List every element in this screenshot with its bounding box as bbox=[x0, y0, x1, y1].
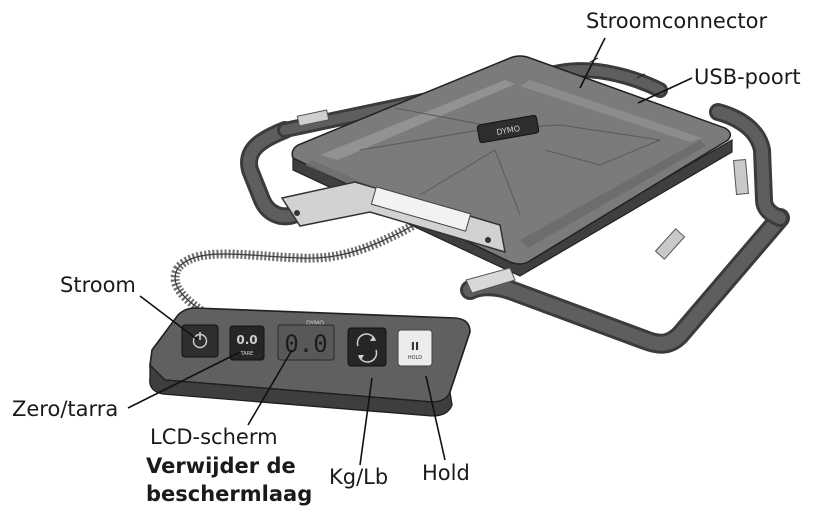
label-stroom: Stroom bbox=[60, 273, 136, 297]
tare-key-bottom: TARE bbox=[240, 351, 254, 357]
hold-key-bottom: HOLD bbox=[408, 355, 422, 361]
display-panel: DYMO 0.0 TARE 0.0 II HOLD bbox=[149, 307, 471, 417]
leader-zero-tarra bbox=[127, 351, 241, 409]
power-button[interactable] bbox=[181, 324, 219, 358]
leader-stroomconnector bbox=[579, 37, 606, 89]
label-stroomconnector: Stroomconnector bbox=[586, 9, 768, 33]
leader-lcd bbox=[247, 349, 293, 426]
hold-key-top: II bbox=[411, 340, 419, 353]
lcd-digits: 0.0 bbox=[284, 330, 327, 358]
hold-button[interactable] bbox=[397, 329, 433, 367]
leader-usb-poort bbox=[637, 77, 693, 104]
label-hold: Hold bbox=[422, 461, 470, 485]
leader-stroom bbox=[139, 295, 199, 341]
center-logo-plate bbox=[476, 114, 540, 144]
leader-lines bbox=[127, 37, 693, 466]
tare-button[interactable] bbox=[229, 325, 265, 361]
label-verwijder-line2: beschermlaag bbox=[146, 482, 313, 506]
leader-hold bbox=[425, 375, 446, 461]
center-logo-text: DYMO bbox=[496, 124, 521, 137]
display-bracket bbox=[280, 181, 516, 294]
panel-brand: DYMO bbox=[306, 320, 324, 327]
leader-kg-lb bbox=[359, 377, 373, 466]
label-verwijder-line1: Verwijder de bbox=[146, 454, 296, 478]
tare-key-top: 0.0 bbox=[236, 333, 257, 347]
label-kg-lb: Kg/Lb bbox=[329, 465, 389, 489]
label-zero-tarra: Zero/tarra bbox=[12, 397, 119, 421]
label-lcd-scherm: LCD-scherm bbox=[150, 425, 278, 449]
label-usb-poort: USB-poort bbox=[694, 65, 801, 89]
